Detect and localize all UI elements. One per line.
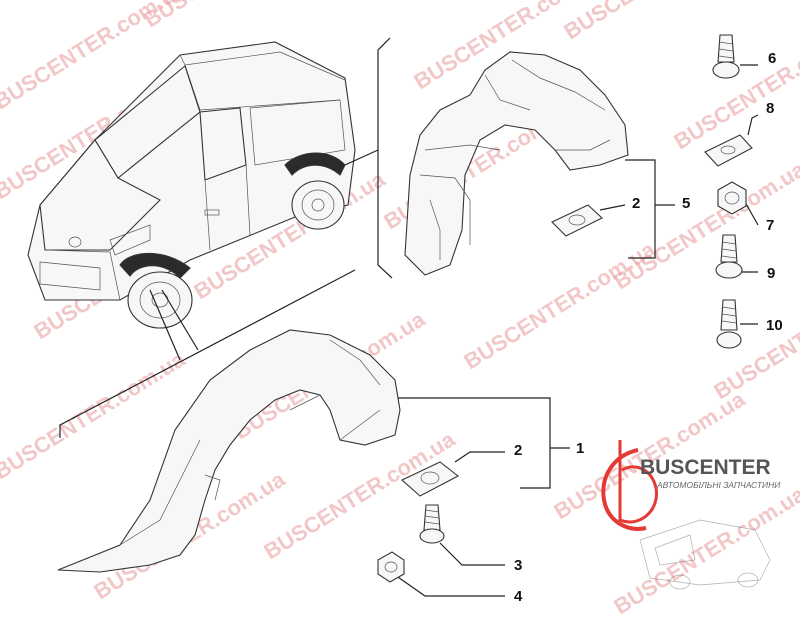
clip-nut-upper xyxy=(551,204,603,237)
callout-2-lower: 2 xyxy=(514,442,522,459)
screw-6 xyxy=(712,34,740,79)
watermark-text: BUSCENTER.com.ua xyxy=(669,16,800,154)
screw-9 xyxy=(715,234,743,279)
clip-nut-lower xyxy=(401,461,460,497)
callout-5: 5 xyxy=(682,195,690,212)
callout-lines xyxy=(394,64,759,597)
callout-10: 10 xyxy=(766,317,783,334)
lower-leader xyxy=(59,269,356,438)
rear-wheel-liner xyxy=(404,51,629,276)
callout-labels: 6 8 7 9 10 2 5 2 1 3 4 xyxy=(514,50,783,605)
van-illustration xyxy=(27,41,356,329)
callout-9: 9 xyxy=(767,265,775,282)
callout-8: 8 xyxy=(766,100,774,117)
nut-4 xyxy=(377,551,405,583)
callout-7: 7 xyxy=(766,217,774,234)
hardware-parts xyxy=(377,34,753,583)
screw-10 xyxy=(716,299,742,349)
watermark-text: BUSCENTER.com.ua xyxy=(609,481,800,619)
upper-leader xyxy=(344,37,393,279)
watermark-text: BUSCENTER.com.ua xyxy=(459,236,659,374)
callout-3: 3 xyxy=(514,557,522,574)
screw-3 xyxy=(419,504,445,544)
nut-7 xyxy=(717,181,747,215)
front-wheel-liner xyxy=(57,329,401,573)
callout-2-upper: 2 xyxy=(632,195,640,212)
brand-logo: BUSCENTER АВТОМОБІЛЬНІ ЗАПЧАСТИНИ xyxy=(601,440,781,590)
callout-1: 1 xyxy=(576,440,584,457)
brand-tagline: АВТОМОБІЛЬНІ ЗАПЧАСТИНИ xyxy=(656,480,781,490)
clip-8 xyxy=(704,134,753,167)
brand-name: BUSCENTER xyxy=(640,456,771,479)
callout-4: 4 xyxy=(514,588,523,605)
watermark-text: BUSCENTER.com.ua xyxy=(259,426,459,564)
callout-6: 6 xyxy=(768,50,776,67)
watermark-text: BUSCENTER.com.ua xyxy=(0,346,190,484)
brand-van-sketch xyxy=(639,519,771,590)
